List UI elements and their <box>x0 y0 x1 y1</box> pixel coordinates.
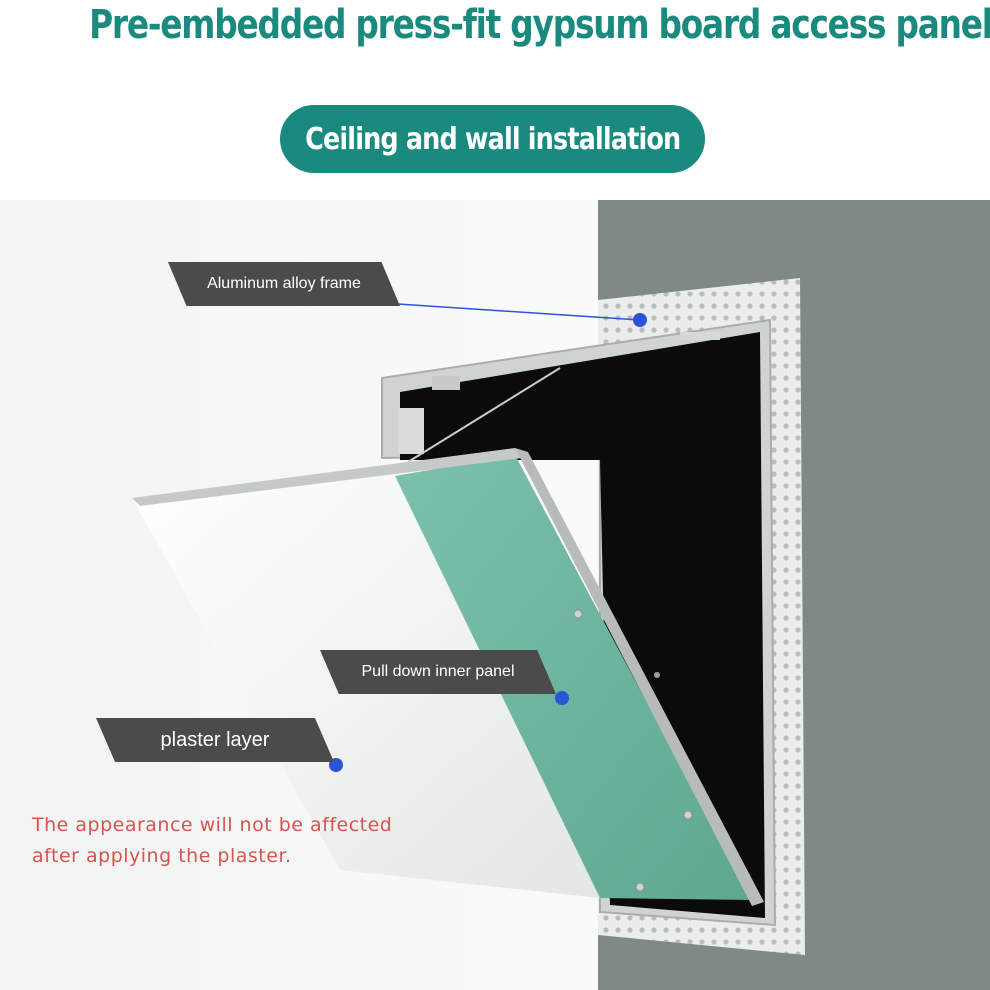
panel-top-edge <box>132 448 522 506</box>
callout-plaster-layer-text: plaster layer <box>160 728 270 751</box>
inner-panel-marker <box>555 691 569 705</box>
frame-marker <box>633 313 647 327</box>
screw <box>683 810 693 820</box>
callout-plaster-layer: plaster layer <box>96 718 334 762</box>
latch-bracket <box>432 376 460 390</box>
screw <box>635 882 645 892</box>
callout-aluminum-frame: Aluminum alloy frame <box>168 262 400 306</box>
frame-callout-line <box>397 303 641 321</box>
installation-badge-label: Ceiling and wall installation <box>304 121 681 157</box>
screw <box>654 672 660 678</box>
product-illustration <box>0 200 990 990</box>
safety-cable <box>407 367 561 463</box>
hinge-bracket <box>398 408 424 454</box>
plaster-note: The appearance will not be affected afte… <box>32 810 392 872</box>
gypsum-board <box>395 455 752 900</box>
top-clip <box>680 332 720 340</box>
plaster-note-line-1: The appearance will not be affected <box>32 814 393 836</box>
callout-aluminum-frame-text: Aluminum alloy frame <box>207 275 361 292</box>
plaster-note-line-2: after applying the plaster. <box>32 845 292 867</box>
panel-side-edge <box>515 448 764 906</box>
callout-inner-panel: Pull down inner panel <box>320 650 556 694</box>
callout-inner-panel-text: Pull down inner panel <box>361 663 515 680</box>
page-title: Pre-embedded press-fit gypsum board acce… <box>89 2 990 48</box>
installation-badge: Ceiling and wall installation <box>280 105 705 173</box>
screw <box>573 609 583 619</box>
